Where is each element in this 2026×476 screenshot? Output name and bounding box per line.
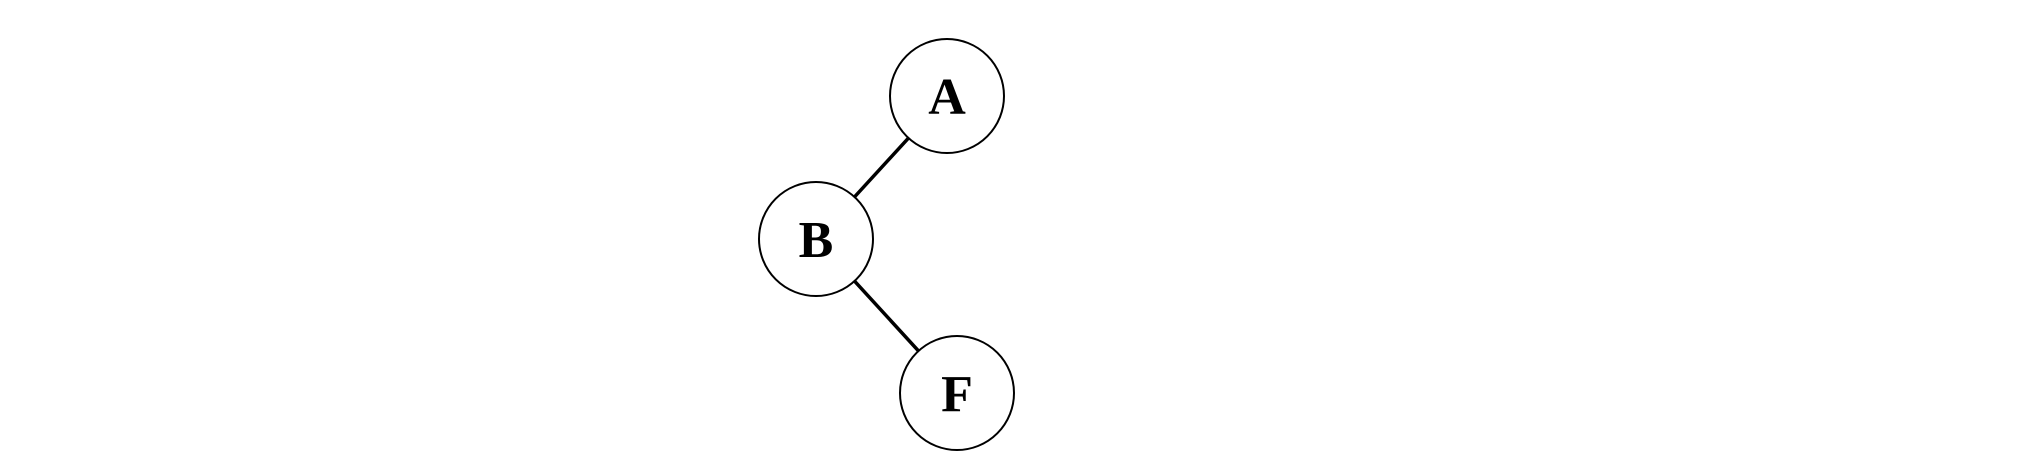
node-circle-F: [899, 335, 1015, 451]
node-label-B: B: [799, 212, 834, 269]
node-circle-B: [758, 181, 874, 297]
node-label-A: A: [928, 69, 966, 126]
graph-node-B: B: [758, 181, 874, 297]
node-circle-A: [889, 38, 1005, 154]
node-label-F: F: [941, 366, 973, 423]
graph-node-A: A: [889, 38, 1005, 154]
graph-node-F: F: [899, 335, 1015, 451]
